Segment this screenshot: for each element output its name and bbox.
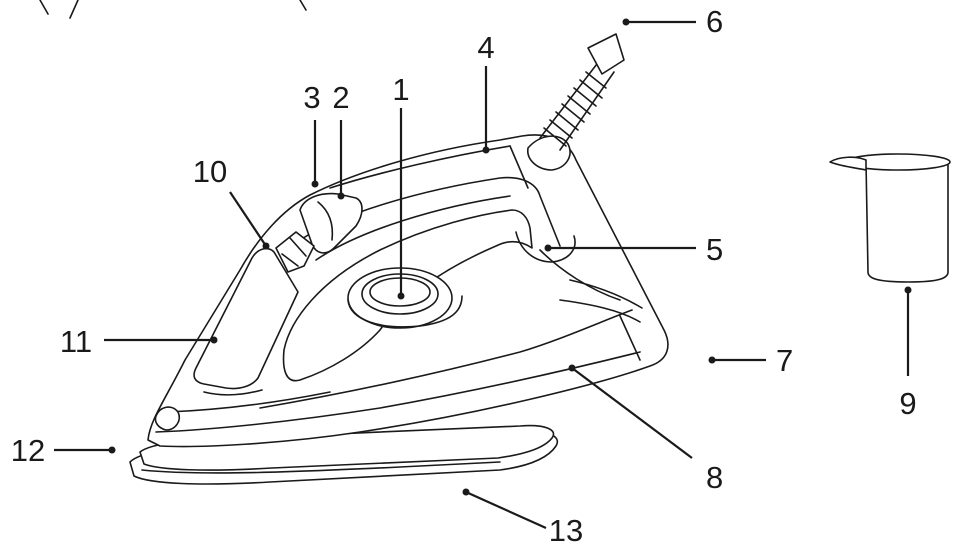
callout-4: 4 [477,30,494,65]
callout-1: 1 [392,72,409,107]
callout-12: 12 [11,433,45,468]
callout-leaders [54,18,912,530]
callout-labels: 1 2 3 4 5 6 7 8 9 10 11 12 13 [11,4,917,548]
callout-3: 3 [303,80,320,115]
callout-2: 2 [332,80,349,115]
callout-5: 5 [706,232,723,267]
callout-6: 6 [706,4,723,39]
soleplate [129,424,559,485]
leader-10 [229,191,267,247]
callout-13: 13 [549,513,583,548]
callout-11: 11 [60,324,92,359]
cropped-top-fragment [39,0,307,19]
leader-8 [571,367,693,459]
callout-10: 10 [193,154,227,189]
callout-7: 7 [776,343,793,378]
callout-8: 8 [706,460,723,495]
callout-9: 9 [899,386,916,421]
measuring-cup [829,153,951,283]
leader-13 [465,490,547,530]
iron-body [147,33,669,448]
